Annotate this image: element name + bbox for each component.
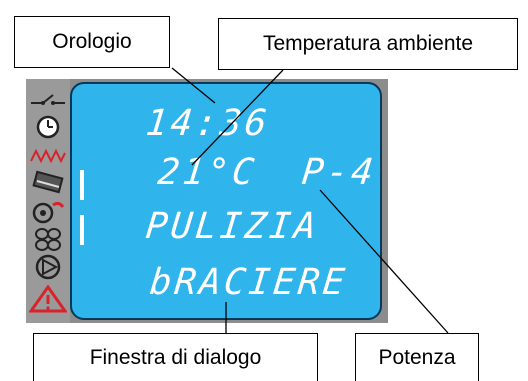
lcd-power-readout: P-4 xyxy=(299,152,379,193)
lcd-level-bar xyxy=(80,215,84,245)
switch-icon xyxy=(31,94,65,105)
lcd-dialog-line-2: bRACIERE xyxy=(147,262,350,303)
lcd-temperature-readout: 21°C xyxy=(155,152,259,193)
fuel-load-icon xyxy=(32,170,64,194)
label-potenza: Potenza xyxy=(355,333,479,381)
fan-icon xyxy=(35,228,61,251)
label-finestra-di-dialogo: Finestra di dialogo xyxy=(33,333,318,381)
lcd-clock-readout: 14:36 xyxy=(143,103,272,144)
pump-icon xyxy=(35,254,61,280)
lcd-dialog-line-1: PULIZIA xyxy=(143,206,321,247)
heating-wave-icon xyxy=(30,148,66,164)
status-icon-strip xyxy=(26,79,70,323)
clock-icon xyxy=(36,115,60,139)
label-orologio: Orologio xyxy=(14,16,170,68)
lcd-level-bar xyxy=(80,170,84,200)
warning-icon xyxy=(29,285,67,313)
fan-heater-icon xyxy=(32,201,65,224)
label-temperatura-ambiente: Temperatura ambiente xyxy=(218,18,518,70)
